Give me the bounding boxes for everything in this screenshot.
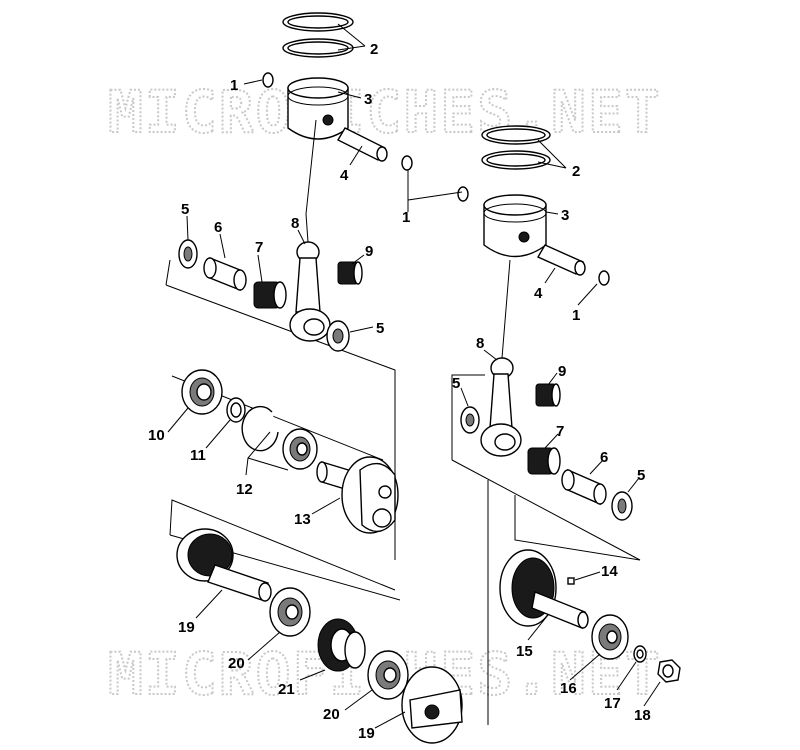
callout-21: 21 xyxy=(278,681,295,698)
main-bearing-16 xyxy=(591,614,629,660)
crankshaft-half-15 xyxy=(499,549,589,629)
needle-bearing-7a xyxy=(253,281,287,309)
piston-right xyxy=(483,194,547,258)
snap-ring-right-2 xyxy=(598,270,610,286)
callout-20a: 20 xyxy=(228,655,245,672)
thrust-washer-5d xyxy=(611,491,633,521)
callout-6b: 6 xyxy=(600,449,608,466)
callout-19a: 19 xyxy=(178,619,195,636)
callout-20b: 20 xyxy=(323,706,340,723)
callout-11: 11 xyxy=(190,447,206,464)
needle-bearing-9a xyxy=(337,261,363,285)
labyrinth-seal-21 xyxy=(317,618,366,672)
needle-bearing-9b xyxy=(535,383,561,407)
callout-5a: 5 xyxy=(181,201,189,218)
callout-5c: 5 xyxy=(452,375,460,392)
snap-ring-right-1 xyxy=(457,186,469,202)
crank-pin-6a xyxy=(203,256,247,292)
callout-9a: 9 xyxy=(365,243,373,260)
callout-2b: 2 xyxy=(572,163,580,180)
callout-15: 15 xyxy=(516,643,533,660)
piston-pin-right xyxy=(537,244,586,276)
crank-pin-6b xyxy=(561,468,607,506)
thrust-washer-5c xyxy=(460,406,480,434)
callout-1b: 1 xyxy=(402,209,410,226)
nut-18 xyxy=(657,659,681,683)
right-rod-group-bracket xyxy=(451,374,641,561)
callout-5b: 5 xyxy=(376,320,384,337)
callout-5d: 5 xyxy=(637,467,645,484)
bearing-12b xyxy=(282,428,318,470)
c-ring-12a xyxy=(241,405,279,452)
watermark-top: MICROFICHES.NET xyxy=(108,78,662,146)
main-bearing-10 xyxy=(181,369,223,415)
callout-19b: 19 xyxy=(358,725,375,742)
piston-rings-right xyxy=(481,125,551,170)
crankshaft-half-13 xyxy=(316,456,399,534)
snap-ring-left-2 xyxy=(401,155,413,171)
callout-labels: 1 2 3 4 1 2 3 4 1 5 6 7 8 9 5 8 9 5 7 6 … xyxy=(148,41,651,742)
callout-9b: 9 xyxy=(558,363,566,380)
leader-lines xyxy=(167,23,661,729)
callout-13: 13 xyxy=(294,511,311,528)
piston-rings-left xyxy=(282,12,354,58)
callout-10: 10 xyxy=(148,427,165,444)
rod-to-piston-line-left xyxy=(305,119,317,215)
callout-2a: 2 xyxy=(370,41,378,58)
callout-8b: 8 xyxy=(476,335,484,352)
callout-4a: 4 xyxy=(340,167,349,184)
callout-8a: 8 xyxy=(291,215,299,232)
callout-7b: 7 xyxy=(556,423,564,440)
callout-12: 12 xyxy=(236,481,253,498)
callout-1c: 1 xyxy=(572,307,580,324)
thrust-washer-5a xyxy=(178,239,198,269)
thrust-washer-5b xyxy=(326,320,350,352)
flywheel-19a xyxy=(176,528,272,602)
callout-4b: 4 xyxy=(534,285,543,302)
right-rod-guide-lines xyxy=(487,480,641,725)
piston-pin-left xyxy=(337,127,388,162)
needle-bearing-7b xyxy=(527,447,561,475)
callout-14: 14 xyxy=(601,563,618,580)
callout-18: 18 xyxy=(634,707,651,724)
crankshaft-half-19b xyxy=(401,666,463,744)
main-bearing-20b xyxy=(367,650,409,700)
washer-17 xyxy=(633,645,647,663)
callout-6a: 6 xyxy=(214,219,222,236)
callout-16: 16 xyxy=(560,680,577,697)
pin-alignment-line xyxy=(407,170,463,201)
washer-11 xyxy=(226,397,246,423)
connecting-rod-8a xyxy=(289,213,331,342)
connecting-rod-8b xyxy=(480,259,522,457)
main-bearing-20a xyxy=(269,587,311,637)
snap-ring-left-1 xyxy=(262,72,274,88)
callout-7a: 7 xyxy=(255,239,263,256)
callout-1a: 1 xyxy=(230,77,238,94)
callout-17: 17 xyxy=(604,695,621,712)
callout-3a: 3 xyxy=(364,91,372,108)
woodruff-key-14 xyxy=(567,577,575,585)
piston-left xyxy=(287,77,349,140)
callout-3b: 3 xyxy=(561,207,569,224)
